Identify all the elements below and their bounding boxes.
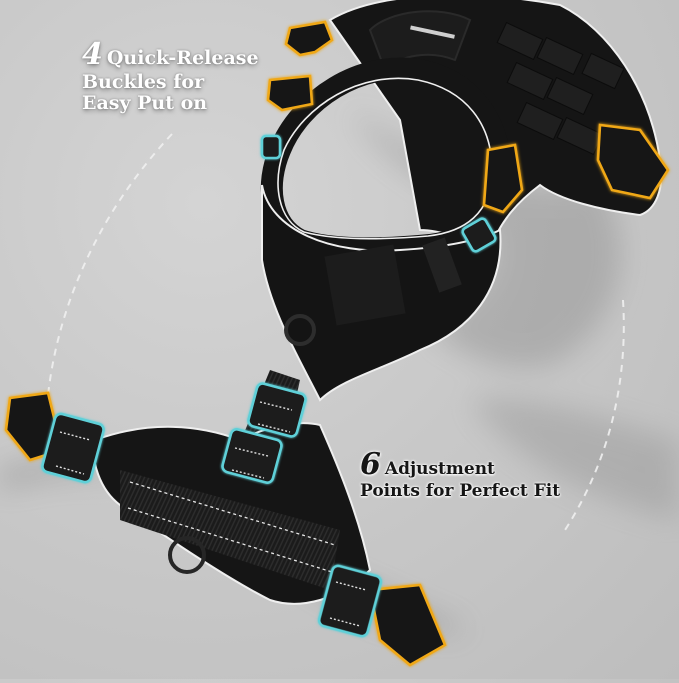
buckle-top-left	[284, 20, 334, 57]
dashed-arc	[47, 133, 625, 531]
quick-release-count: 4	[82, 37, 103, 72]
buckle-neck-right	[482, 143, 524, 214]
adjuster-strap-upper	[247, 382, 307, 438]
buckle-back-right	[596, 123, 670, 200]
quick-release-line2: Buckles for	[82, 70, 205, 93]
adjuster-neck-left	[260, 134, 282, 160]
quick-release-buckles	[4, 20, 670, 667]
adjustment-line1: Adjustment	[384, 459, 495, 479]
adjuster-neck-right	[461, 217, 497, 253]
quick-release-line1: Quick-Release	[106, 47, 259, 69]
buckle-side-right	[368, 583, 447, 667]
chest-plate-upper	[261, 184, 502, 402]
adjuster-chest-left	[41, 412, 105, 484]
quick-release-line3: Easy Put on	[82, 91, 208, 114]
adjustment-count: 6	[360, 447, 381, 482]
adjuster-strap-lower	[221, 428, 283, 484]
buckle-neck-left	[266, 74, 314, 112]
adjustment-line2: Points for Perfect Fit	[360, 480, 561, 501]
